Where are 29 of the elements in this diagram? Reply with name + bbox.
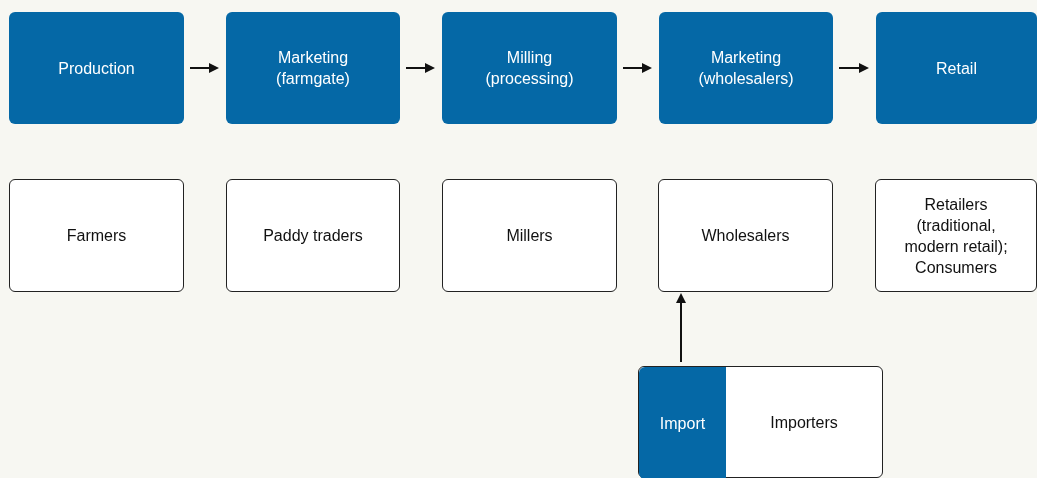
box-label: Marketing (farmgate)	[275, 48, 351, 89]
actor-box	[226, 179, 400, 292]
arrow	[189, 63, 219, 73]
box-label: Retail	[936, 58, 977, 79]
actor-box	[9, 179, 184, 292]
stage-box	[659, 12, 833, 124]
stage-box	[876, 12, 1037, 124]
box-label: Production	[58, 58, 135, 79]
box-label: Farmers	[66, 226, 127, 246]
arrow	[838, 63, 869, 73]
box-label: Milling (processing)	[484, 48, 575, 89]
box-label: Retailers (traditional, modern retail); Consumers	[904, 194, 1008, 278]
box-label: Millers	[506, 226, 553, 246]
stage-box	[442, 12, 617, 124]
actor-box	[442, 179, 617, 292]
actor-box	[875, 179, 1037, 292]
box-label: Marketing (wholesalers)	[697, 48, 795, 89]
arrow	[405, 63, 435, 73]
arrow	[676, 293, 686, 363]
arrow	[622, 63, 652, 73]
box-label: Import	[659, 413, 706, 434]
actor-box	[638, 366, 883, 478]
box-label: Paddy traders	[263, 226, 363, 246]
box-label: Wholesalers	[701, 226, 790, 246]
stage-box	[639, 367, 726, 478]
stage-box	[9, 12, 184, 124]
box-label: Importers	[770, 412, 838, 433]
actor-box	[658, 179, 833, 292]
stage-box	[226, 12, 400, 124]
